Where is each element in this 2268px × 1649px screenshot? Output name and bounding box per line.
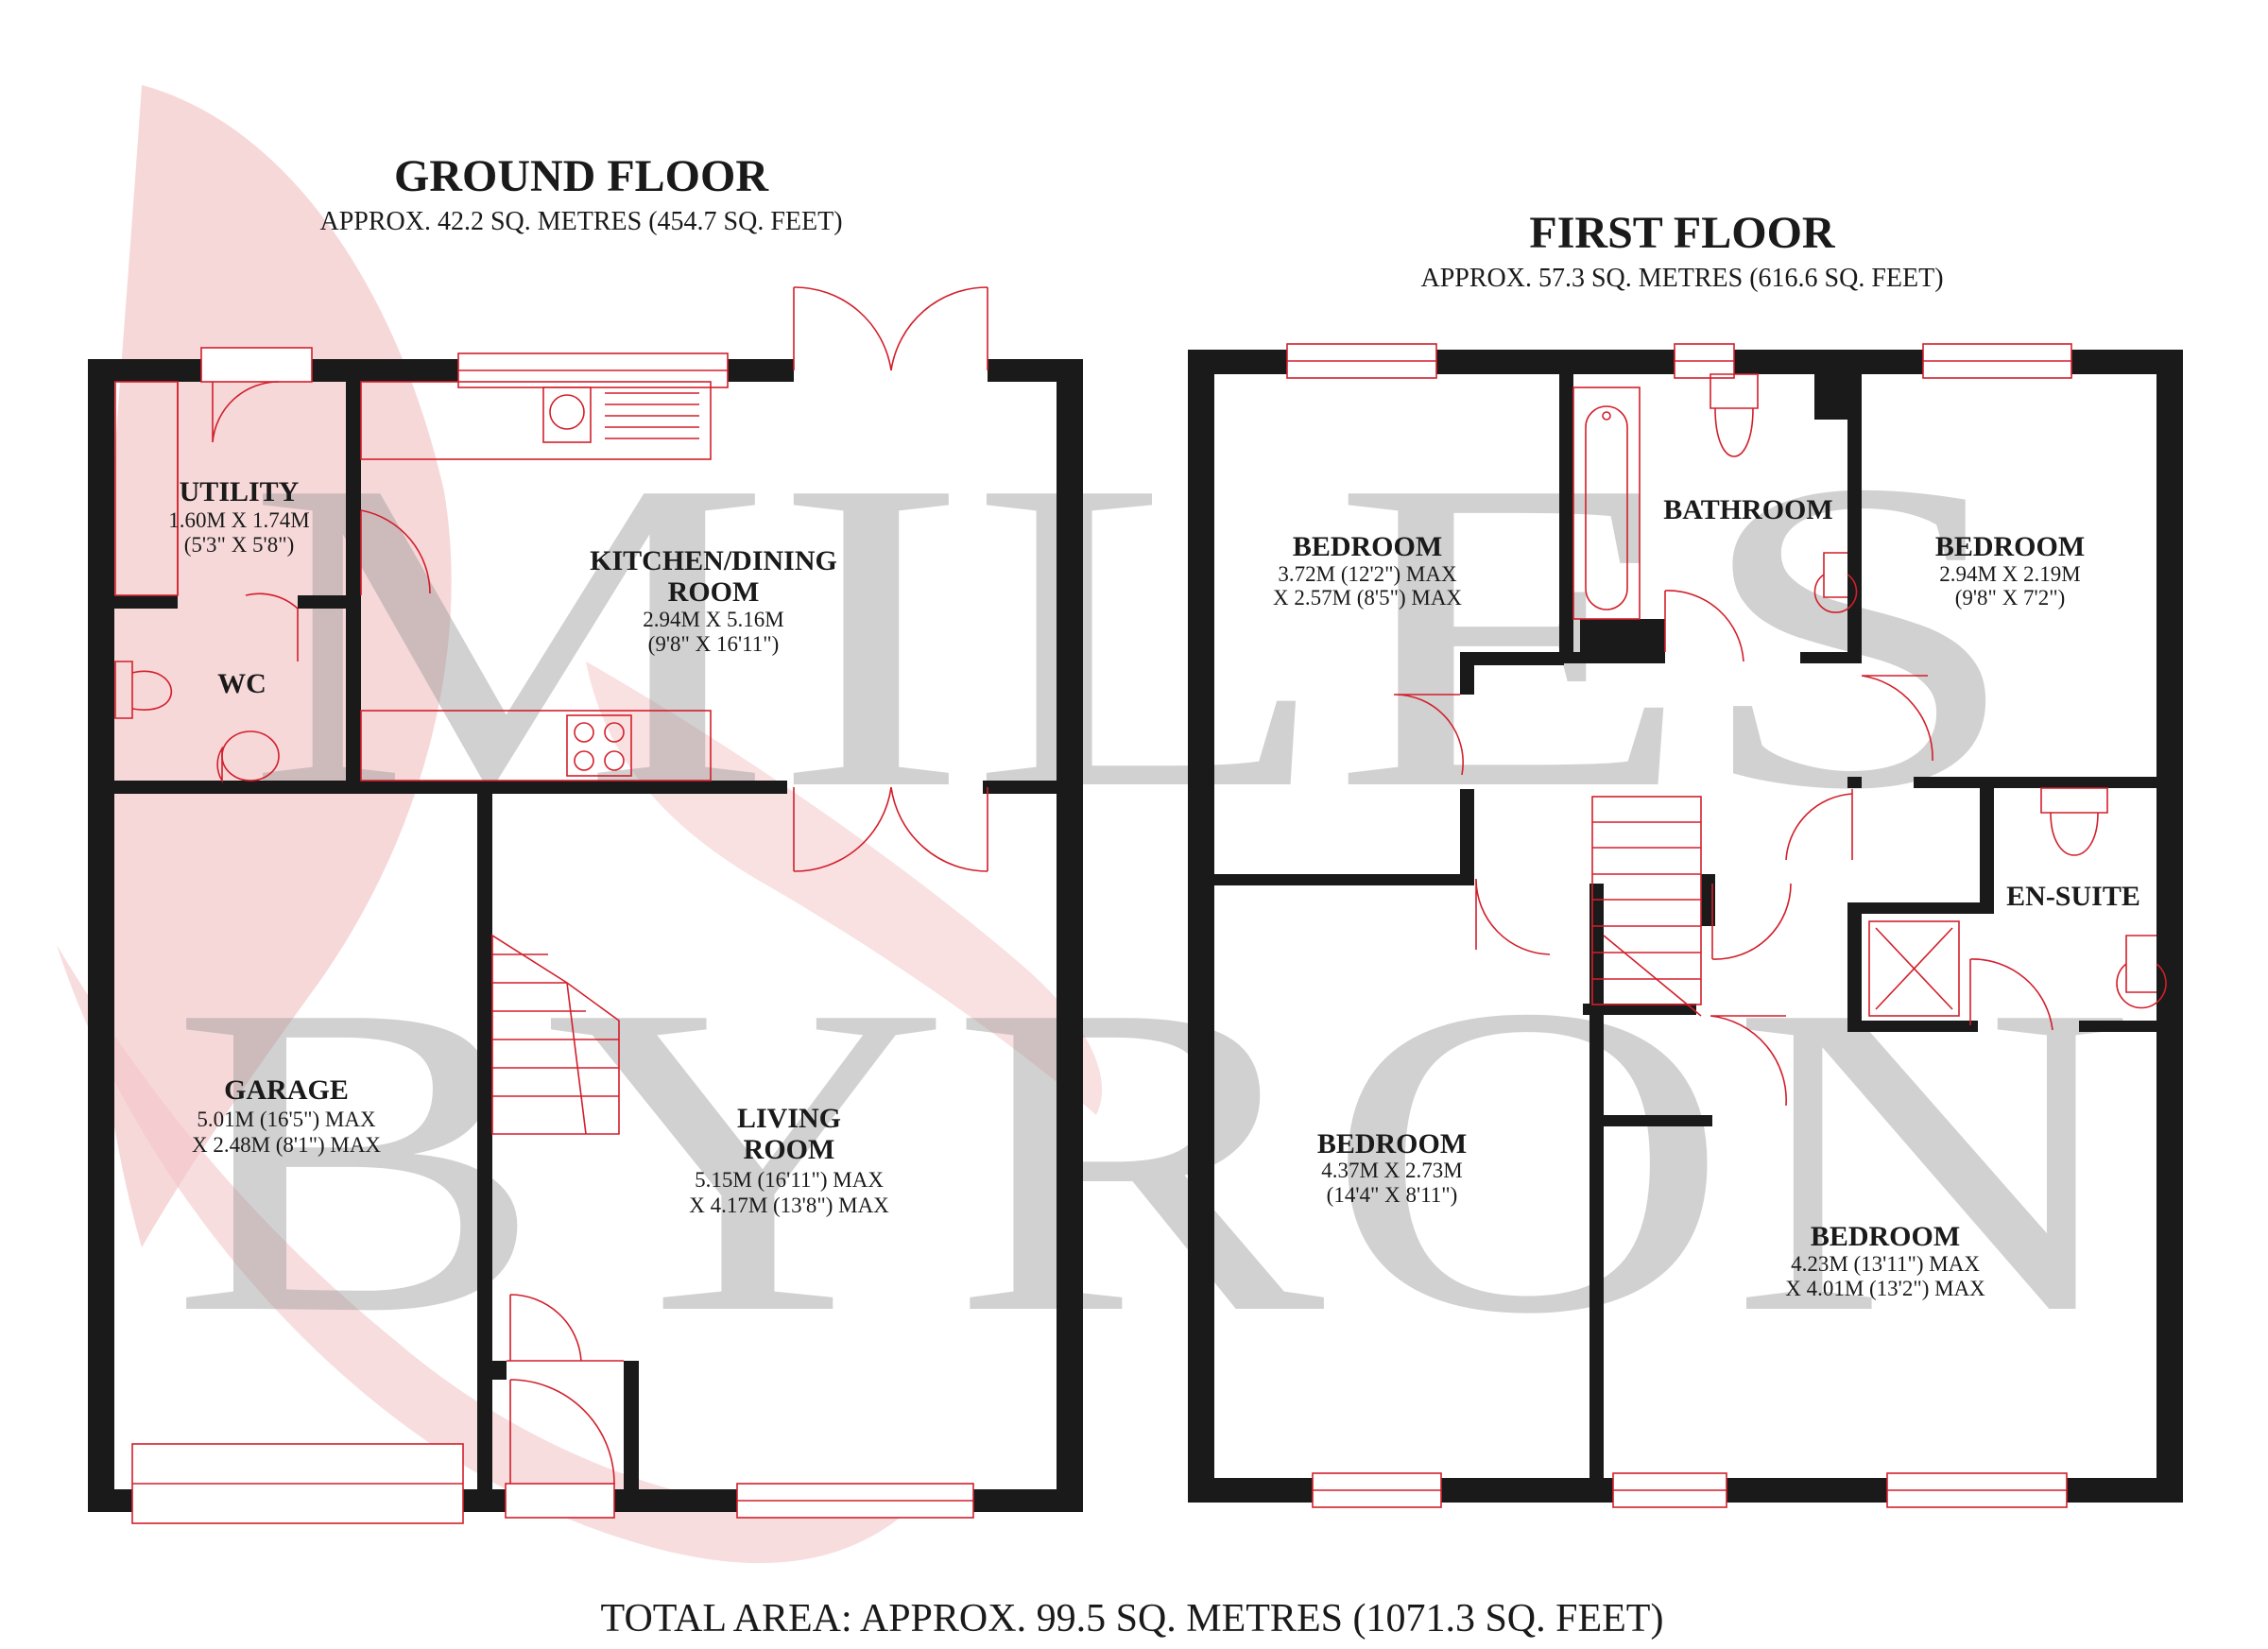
room-bedroom-rear-left: BEDROOM 4.37M X 2.73M (14'4" X 8'11") — [1317, 1128, 1467, 1207]
room-name: BATHROOM — [1663, 494, 1832, 525]
room-dimensions-imperial: (14'4" X 8'11") — [1327, 1183, 1458, 1207]
watermark: MILES BYRON — [57, 85, 2136, 1564]
room-living: LIVING ROOM 5.15M (16'11") MAX X 4.17M (… — [689, 1103, 889, 1217]
room-dimensions: 3.72M (12'2") MAX — [1278, 562, 1457, 586]
room-dimensions-imperial: (9'8" X 7'2") — [1955, 586, 2066, 610]
room-bathroom: BATHROOM — [1663, 494, 1832, 525]
room-dimensions-line2: X 2.48M (8'1") MAX — [192, 1133, 381, 1157]
first-floor-title: FIRST FLOOR — [1529, 208, 1836, 258]
room-bedroom-rear-right: BEDROOM 4.23M (13'11") MAX X 4.01M (13'2… — [1785, 1221, 1985, 1300]
room-name: GARAGE — [224, 1074, 349, 1106]
room-dimensions: 2.94M X 2.19M — [1939, 562, 2081, 586]
first-floor-plan — [1188, 343, 2183, 1508]
room-dimensions: 5.15M (16'11") MAX — [695, 1168, 884, 1192]
room-name: KITCHEN/DINING — [590, 545, 837, 576]
room-name: BEDROOM — [1935, 531, 2085, 562]
room-dimensions: 4.23M (13'11") MAX — [1791, 1252, 1980, 1276]
room-bedroom-front-right: BEDROOM 2.94M X 2.19M (9'8" X 7'2") — [1935, 531, 2085, 610]
ground-stairs — [491, 934, 620, 1135]
room-name: BEDROOM — [1811, 1221, 1960, 1252]
watermark-swoosh-3 — [586, 661, 1103, 1115]
room-name-line2: ROOM — [668, 576, 760, 608]
watermark-text-line2: BYRON — [170, 913, 2136, 1405]
total-area: TOTAL AREA: APPROX. 99.5 SQ. METRES (107… — [601, 1597, 1664, 1640]
room-kitchen-dining: KITCHEN/DINING ROOM 2.94M X 5.16M (9'8" … — [590, 545, 837, 656]
room-dimensions-line2: X 4.17M (13'8") MAX — [689, 1194, 889, 1217]
room-en-suite: EN-SUITE — [2006, 881, 2140, 912]
ground-floor-title: GROUND FLOOR — [394, 151, 769, 201]
room-dimensions-line2: X 2.57M (8'5") MAX — [1273, 586, 1462, 610]
room-dimensions: 5.01M (16'5") MAX — [197, 1108, 376, 1131]
room-name: LIVING — [737, 1103, 841, 1134]
room-bedroom-front-left: BEDROOM 3.72M (12'2") MAX X 2.57M (8'5")… — [1273, 531, 1462, 610]
ground-floor-area: APPROX. 42.2 SQ. METRES (454.7 SQ. FEET) — [319, 207, 842, 236]
room-dimensions: 4.37M X 2.73M — [1321, 1159, 1463, 1182]
first-floor-area: APPROX. 57.3 SQ. METRES (616.6 SQ. FEET) — [1420, 264, 1943, 293]
watermark-text-line1: MILES — [246, 388, 2022, 881]
room-wc: WC — [217, 668, 266, 699]
ground-floor-plan — [88, 286, 1083, 1524]
room-name: BEDROOM — [1317, 1128, 1467, 1159]
room-garage: GARAGE 5.01M (16'5") MAX X 2.48M (8'1") … — [192, 1074, 381, 1157]
room-dimensions: 2.94M X 5.16M — [643, 608, 784, 631]
room-name: WC — [217, 668, 266, 699]
room-utility: UTILITY 1.60M X 1.74M (5'3" X 5'8") — [168, 476, 310, 557]
room-dimensions-imperial: (9'8" X 16'11") — [648, 632, 780, 656]
room-name-line2: ROOM — [744, 1134, 835, 1165]
first-stairs — [1591, 796, 1702, 1017]
room-dimensions-imperial: (5'3" X 5'8") — [184, 533, 295, 557]
room-dimensions-line2: X 4.01M (13'2") MAX — [1785, 1277, 1985, 1300]
room-name: UTILITY — [180, 476, 300, 507]
room-name: EN-SUITE — [2006, 881, 2140, 912]
room-dimensions: 1.60M X 1.74M — [168, 508, 310, 532]
room-name: BEDROOM — [1293, 531, 1442, 562]
